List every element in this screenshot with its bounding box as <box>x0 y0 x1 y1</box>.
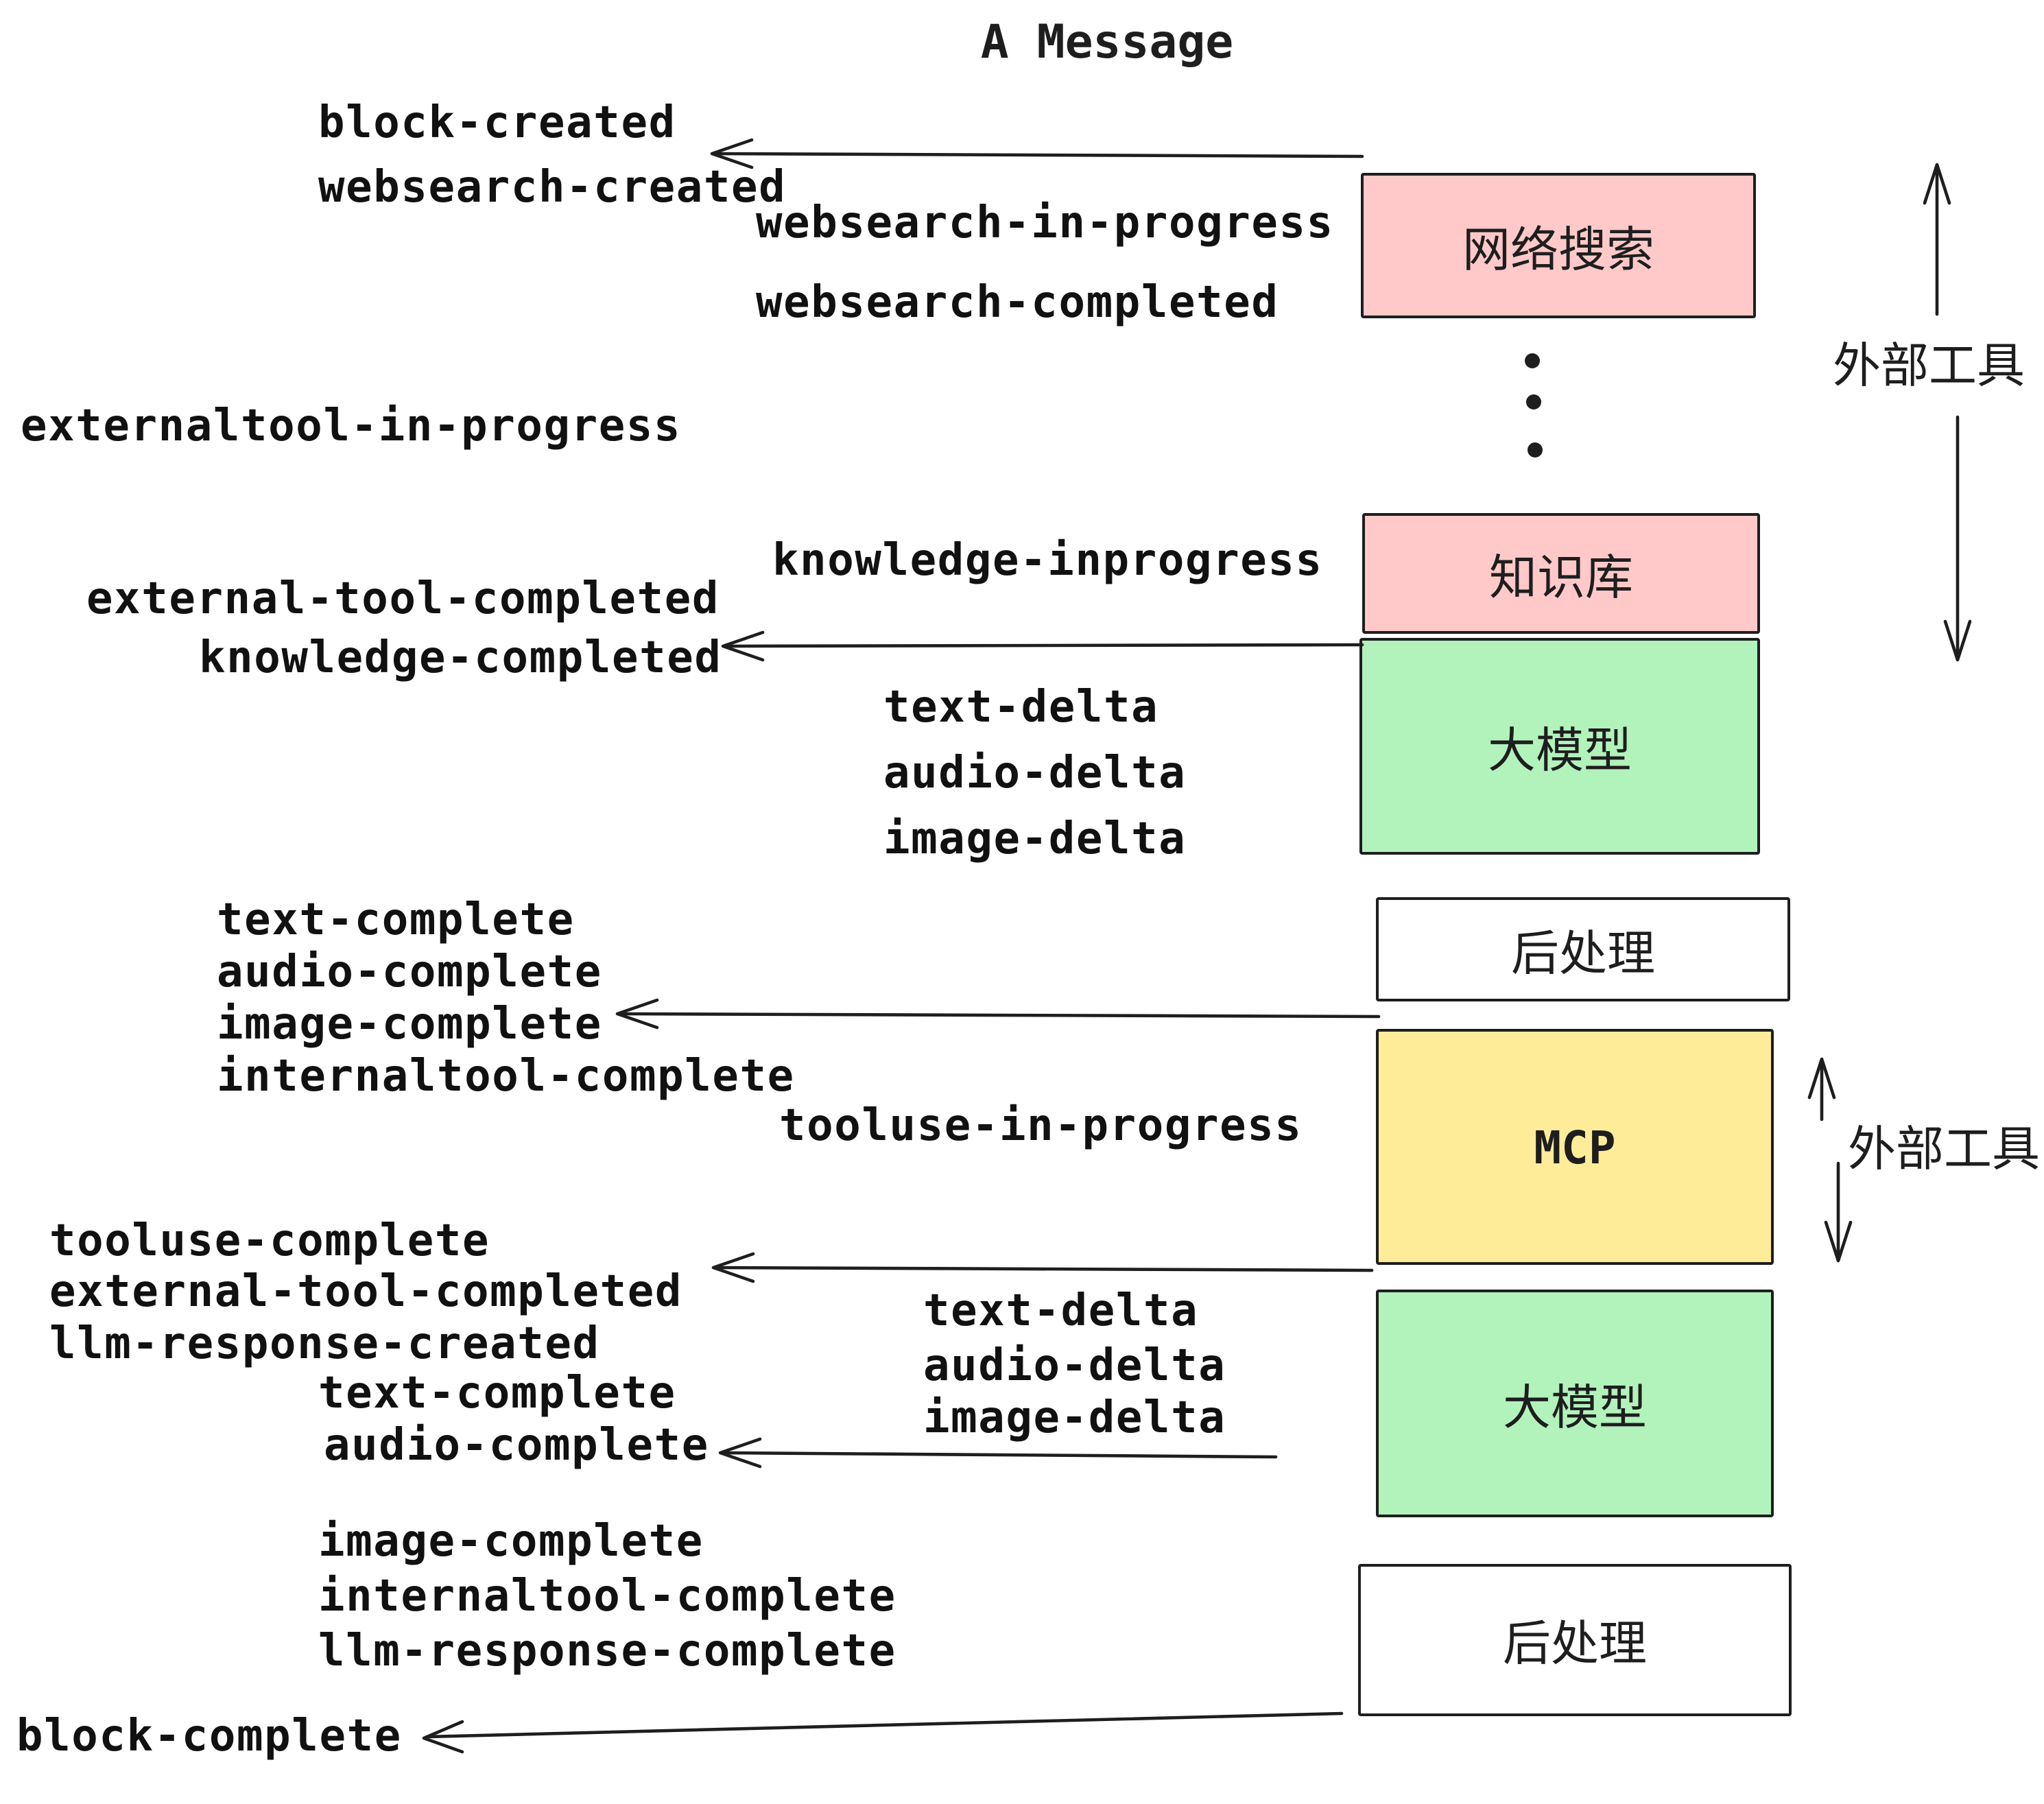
event-text-delta: text-delta <box>883 680 1159 733</box>
box-mcp-label: MCP <box>1534 1120 1616 1174</box>
side-label-external-tools-1: 外部工具 <box>1832 340 2025 394</box>
box-websearch: 网络搜索 <box>1361 173 1756 318</box>
box-postprocess-2: 后处理 <box>1358 1564 1792 1716</box>
event-image-delta: image-delta <box>883 812 1187 864</box>
event-audio-delta: audio-delta <box>883 746 1187 798</box>
event-externaltool-in-progress: externaltool-in-progress <box>21 399 682 451</box>
box-postprocess-1-label: 后处理 <box>1510 927 1655 982</box>
arrow-to-knowledge-completed <box>721 630 1364 662</box>
event-internaltool-complete-2: internaltool-complete <box>318 1569 896 1622</box>
event-text-delta-2: text-delta <box>923 1284 1199 1336</box>
box-postprocess-1: 后处理 <box>1376 897 1790 1001</box>
event-image-delta-2: image-delta <box>923 1391 1226 1443</box>
event-websearch-in-progress: websearch-in-progress <box>756 196 1334 248</box>
arrow-to-external-tool-completed <box>711 1252 1374 1283</box>
arrow-external-tools-down-2 <box>1824 1161 1853 1263</box>
arrow-to-image-complete <box>615 998 1381 1030</box>
arrow-to-block-complete <box>422 1711 1344 1754</box>
event-image-complete-2: image-complete <box>318 1515 704 1567</box>
event-text-complete: text-complete <box>217 893 575 945</box>
event-block-complete: block-complete <box>16 1709 402 1761</box>
side-label-external-tools-2: 外部工具 <box>1847 1123 2041 1178</box>
event-websearch-created: websearch-created <box>318 161 787 213</box>
event-llm-response-complete: llm-response-complete <box>318 1624 896 1676</box>
diagram-title: A Message <box>980 15 1234 70</box>
event-knowledge-inprogress: knowledge-inprogress <box>772 534 1323 586</box>
box-postprocess-2-label: 后处理 <box>1502 1617 1647 1672</box>
event-tooluse-complete: tooluse-complete <box>49 1214 490 1266</box>
ellipsis-dots <box>1525 353 1543 458</box>
event-tooluse-in-progress: tooluse-in-progress <box>779 1099 1303 1151</box>
arrow-external-tools-up-2 <box>1807 1057 1836 1121</box>
arrow-external-tools-down-1 <box>1943 415 1972 662</box>
event-text-complete-2: text-complete <box>318 1366 676 1419</box>
box-llm-1-label: 大模型 <box>1487 724 1632 779</box>
box-llm-1: 大模型 <box>1359 638 1760 855</box>
event-block-created: block-created <box>318 96 676 148</box>
event-websearch-completed: websearch-completed <box>756 276 1279 328</box>
arrow-external-tools-up-1 <box>1923 163 1951 316</box>
event-internaltool-complete: internaltool-complete <box>217 1049 795 1102</box>
event-audio-delta-2: audio-delta <box>923 1339 1226 1391</box>
box-knowledge-base: 知识库 <box>1362 513 1760 634</box>
event-image-complete: image-complete <box>217 997 602 1049</box>
box-llm-2: 大模型 <box>1376 1290 1774 1517</box>
event-external-tool-completed-2: external-tool-completed <box>49 1265 683 1317</box>
event-audio-complete: audio-complete <box>217 945 602 997</box>
arrow-to-audio-complete <box>718 1437 1278 1469</box>
event-external-tool-completed: external-tool-completed <box>86 572 720 624</box>
box-llm-2-label: 大模型 <box>1502 1381 1647 1436</box>
box-websearch-label: 网络搜索 <box>1462 223 1654 278</box>
box-knowledge-base-label: 知识库 <box>1488 551 1633 606</box>
event-audio-complete-2: audio-complete <box>324 1419 709 1471</box>
event-llm-response-created: llm-response-created <box>49 1317 600 1369</box>
event-knowledge-completed: knowledge-completed <box>199 631 722 683</box>
box-mcp: MCP <box>1376 1029 1774 1265</box>
arrow-to-block-created <box>710 138 1364 169</box>
